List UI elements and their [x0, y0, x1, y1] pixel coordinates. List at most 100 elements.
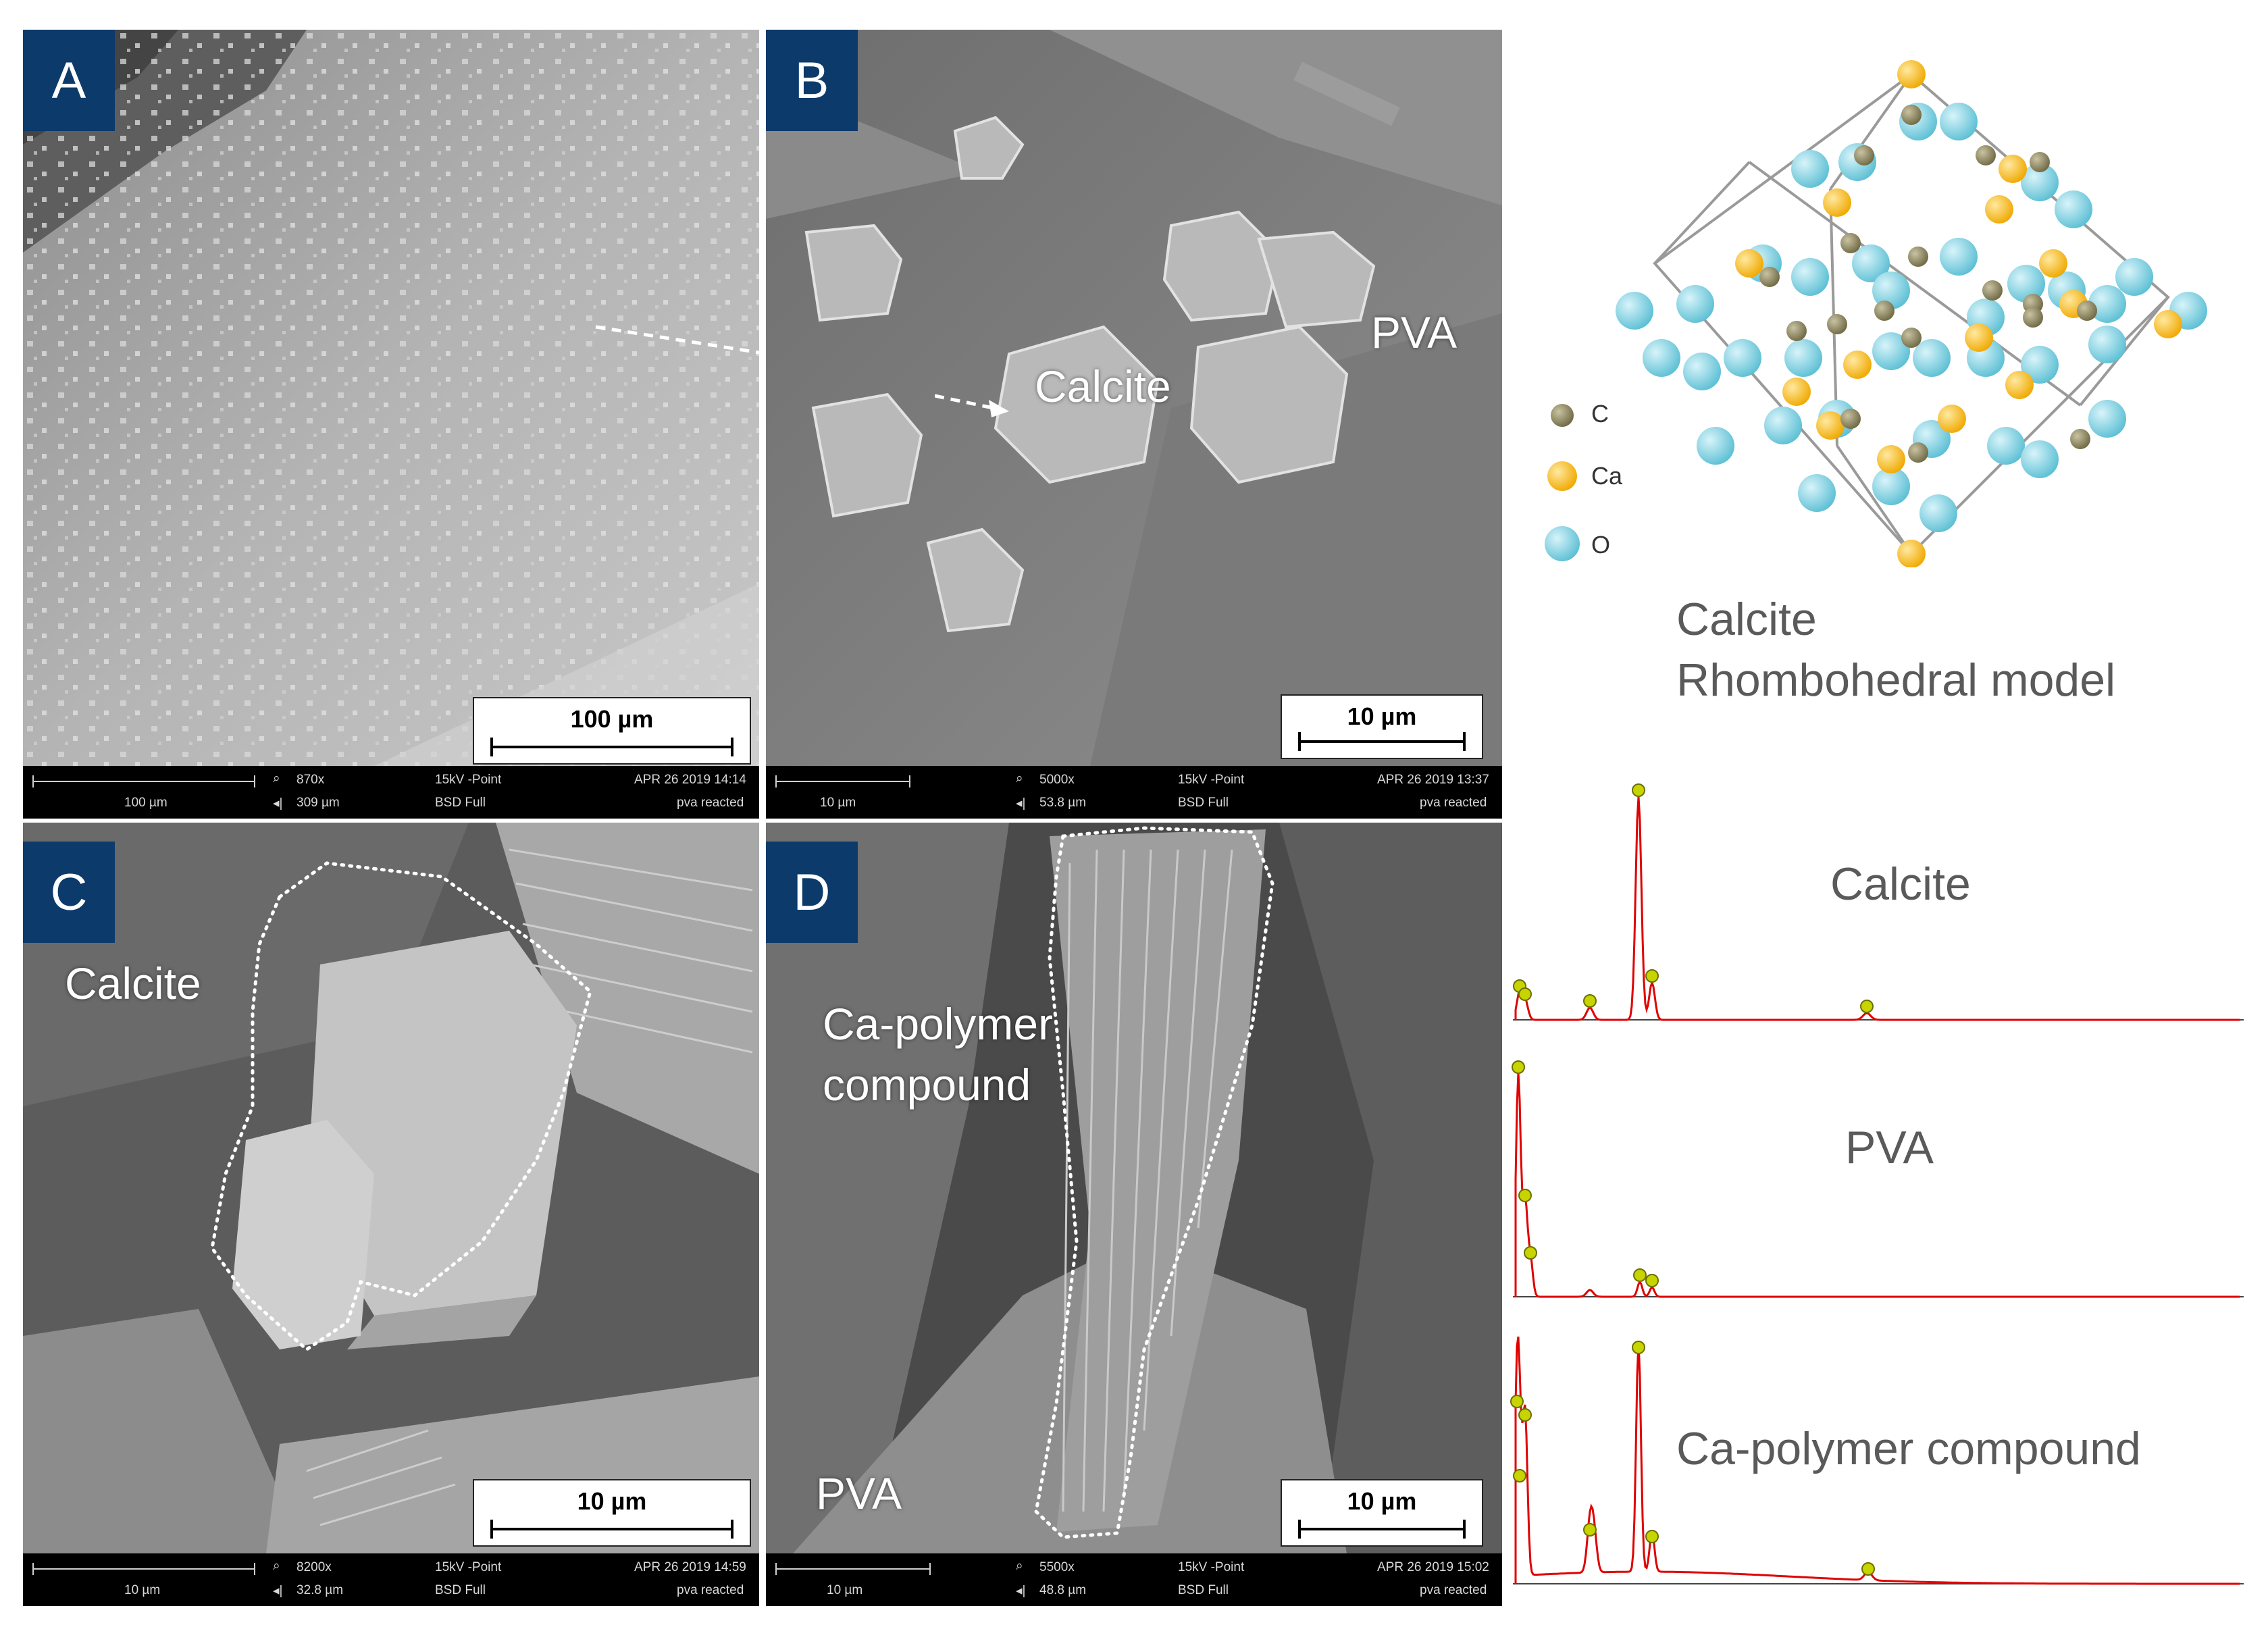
- scale-line-b: [1298, 732, 1466, 751]
- scale-label-d: 10 µm: [1347, 1487, 1417, 1515]
- legend-label-ca: Ca: [1591, 462, 1623, 490]
- eds-title-compound: Ca-polymer compound: [1676, 1423, 2141, 1474]
- oxygen-atom: [1919, 494, 1957, 532]
- peak-marker: [1518, 1189, 1532, 1202]
- legend-ca-atom-icon: [1547, 461, 1577, 491]
- info-date-a: APR 26 2019 14:14: [634, 773, 746, 787]
- carbon-atom: [1759, 267, 1780, 287]
- info-name-a: pva reacted: [677, 796, 744, 810]
- carbon-atom: [1901, 105, 1922, 125]
- calcite-rhombohedral-model: [1545, 60, 2207, 567]
- calcium-atom: [1823, 188, 1851, 217]
- eds-spectrum-calcite: [1513, 783, 2244, 1021]
- oxygen-atom: [1872, 332, 1910, 370]
- scale-bar-d: 10 µm: [1281, 1479, 1483, 1547]
- calcium-atom: [1816, 411, 1845, 440]
- arrow-a-to-b: [595, 325, 759, 355]
- oxygen-atom: [1643, 339, 1680, 377]
- magnifier-icon: ⌕: [1016, 1559, 1023, 1573]
- info-mag-d: 5500x: [1039, 1560, 1075, 1574]
- info-kv-c: 15kV -Point: [435, 1560, 502, 1574]
- info-det-a: BSD Full: [435, 796, 486, 810]
- carbon-atom: [2023, 307, 2043, 328]
- info-scale-line-c: [32, 1563, 255, 1575]
- label-calcite-b: Calcite: [1035, 361, 1171, 411]
- calcium-atom: [1735, 249, 1763, 278]
- oxygen-atom: [1724, 339, 1761, 377]
- peak-marker: [1518, 987, 1532, 1001]
- label-compound-d-2: compound: [823, 1060, 1031, 1110]
- carbon-atom: [1901, 328, 1922, 348]
- info-det-c: BSD Full: [435, 1583, 486, 1597]
- peak-marker: [1632, 783, 1645, 797]
- eds-title-pva: PVA: [1845, 1122, 1934, 1173]
- sem-image-b: [766, 30, 1502, 766]
- calcium-atom: [1897, 540, 1926, 567]
- oxygen-atom: [1676, 285, 1714, 323]
- peak-marker: [1645, 1530, 1659, 1543]
- info-hfw-a: 309 µm: [297, 796, 340, 810]
- info-bar-a: 100 µm ⌕ 870x ◂| 309 µm 15kV -Point BSD …: [23, 766, 759, 819]
- oxygen-atom: [1940, 238, 1978, 276]
- scale-bar-b: 10 µm: [1281, 694, 1483, 759]
- peak-marker: [1861, 1562, 1875, 1576]
- calcium-atom: [1985, 195, 2013, 224]
- info-mag-c: 8200x: [297, 1560, 332, 1574]
- eds-trace-calcite: [1514, 796, 2240, 1021]
- info-mag-b: 5000x: [1039, 773, 1075, 787]
- peak-marker: [1583, 1523, 1597, 1537]
- label-pva-b: PVA: [1371, 307, 1458, 357]
- carbon-atom: [1982, 280, 2003, 301]
- oxygen-atom: [1913, 339, 1951, 377]
- oxygen-atom: [2021, 346, 2059, 384]
- info-date-d: APR 26 2019 15:02: [1377, 1560, 1489, 1574]
- info-scale-line-d: [775, 1563, 931, 1575]
- hfw-icon: ◂|: [273, 1584, 283, 1598]
- calcium-atom: [1877, 445, 1905, 473]
- info-bar-len-a: 100 µm: [124, 796, 167, 810]
- model-title-2: Rhombohedral model: [1676, 654, 2116, 706]
- info-date-b: APR 26 2019 13:37: [1377, 773, 1489, 787]
- calcium-atom: [1897, 60, 1926, 88]
- info-bar-len-c: 10 µm: [124, 1583, 161, 1597]
- info-kv-d: 15kV -Point: [1178, 1560, 1245, 1574]
- label-calcite-c: Calcite: [65, 958, 201, 1008]
- oxygen-atom: [1872, 272, 1910, 309]
- eds-title-calcite: Calcite: [1830, 858, 1971, 910]
- oxygen-atom: [1798, 474, 1836, 512]
- oxygen-atom: [2007, 265, 2045, 303]
- oxygen-atom: [2088, 400, 2126, 438]
- carbon-atom: [2030, 152, 2050, 172]
- info-bar-c: 10 µm ⌕ 8200x ◂| 32.8 µm 15kV -Point BSD…: [23, 1553, 759, 1606]
- arrow-head-b: [935, 394, 1009, 417]
- info-hfw-c: 32.8 µm: [297, 1583, 344, 1597]
- info-kv-a: 15kV -Point: [435, 773, 502, 787]
- oxygen-atom: [1791, 258, 1829, 296]
- peak-marker: [1518, 1408, 1532, 1422]
- oxygen-atom: [1616, 292, 1653, 330]
- calcium-atom: [1999, 155, 2027, 183]
- peak-marker: [1633, 1268, 1647, 1282]
- info-name-d: pva reacted: [1420, 1583, 1487, 1597]
- peak-marker: [1632, 1341, 1645, 1354]
- hfw-icon: ◂|: [1016, 796, 1026, 810]
- scale-label-c: 10 µm: [577, 1487, 647, 1515]
- carbon-atom: [1908, 247, 1928, 267]
- scale-line-d: [1298, 1520, 1466, 1539]
- info-scale-line-b: [775, 775, 910, 788]
- info-bar-b: 10 µm ⌕ 5000x ◂| 53.8 µm 15kV -Point BSD…: [766, 766, 1502, 819]
- oxygen-atom: [1872, 467, 1910, 505]
- calcium-atom: [1965, 324, 1993, 352]
- carbon-atom: [1854, 145, 1874, 165]
- peak-marker: [1524, 1246, 1537, 1260]
- carbon-atom: [1976, 145, 1996, 165]
- sem-panel-b: Calcite PVA B 10 µm 10 µm ⌕ 5000x ◂| 53.…: [766, 30, 1502, 819]
- info-hfw-b: 53.8 µm: [1039, 796, 1087, 810]
- oxygen-atom: [1940, 103, 1978, 140]
- calcium-atom: [1782, 378, 1811, 406]
- carbon-atom: [2070, 429, 2090, 449]
- outline-compound-d: [1034, 826, 1274, 1539]
- info-bar-d: 10 µm ⌕ 5500x ◂| 48.8 µm 15kV -Point BSD…: [766, 1553, 1502, 1606]
- peak-marker: [1645, 969, 1659, 983]
- panel-letter-c: C: [23, 842, 115, 943]
